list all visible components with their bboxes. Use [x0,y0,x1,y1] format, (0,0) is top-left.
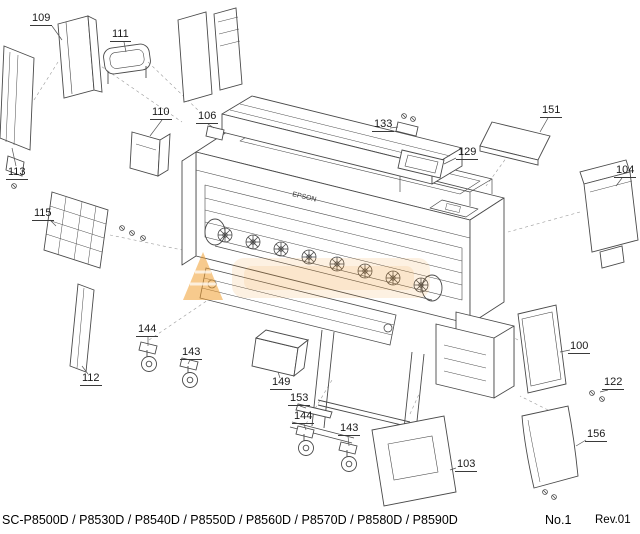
footer: SC-P8500D / P8530D / P8540D / P8550D / P… [0,512,640,532]
part-110-drawing [129,131,171,177]
part-106-drawing [205,125,225,141]
part-156-drawing [521,405,579,489]
part-112-drawing [69,283,95,373]
spindle-star-wheels [214,227,433,301]
ink-module [435,311,515,399]
watermark [183,252,430,300]
callout-149[interactable]: 149 [270,376,293,391]
callout-109[interactable]: 109 [30,12,53,27]
callout-143-1[interactable]: 143 [180,346,203,361]
part-149-drawing [251,329,310,378]
callout-111[interactable]: 111 [110,28,131,43]
part-109-drawing [57,15,103,99]
sheet-number: No.1 [545,513,572,527]
part-103-drawing [371,415,457,507]
part-113-drawing [0,45,35,177]
callout-122[interactable]: 122 [602,376,625,391]
callout-leader-lines [11,25,623,471]
callout-143-2[interactable]: 143 [338,422,361,437]
revision: Rev.01 [595,514,631,526]
model-list: SC-P8500D / P8530D / P8540D / P8550D / P… [2,513,458,527]
callout-106[interactable]: 106 [196,110,219,125]
callout-153[interactable]: 153 [288,392,311,407]
part-100-drawing [517,304,567,394]
callout-115[interactable]: 115 [32,207,54,222]
callout-133[interactable]: 133 [372,118,395,133]
tall-cover-drawing [177,7,243,103]
callout-151[interactable]: 151 [540,104,563,119]
part-133-drawing [395,121,419,137]
callout-103[interactable]: 103 [455,458,478,473]
callout-110[interactable]: 110 [150,106,172,121]
callout-112[interactable]: 112 [80,372,102,387]
part-129-drawing [397,149,445,179]
part-151-drawing [479,121,551,166]
top-cover-part [221,95,463,185]
callout-144-1[interactable]: 144 [136,323,159,338]
callout-104[interactable]: 104 [614,164,637,179]
callout-144-2[interactable]: 144 [292,410,315,425]
part-111-drawing [103,43,151,84]
part-104-drawing [579,159,639,269]
callout-100[interactable]: 100 [568,340,591,355]
part-115-drawing [43,191,109,269]
callout-156[interactable]: 156 [585,428,608,443]
callout-113[interactable]: 113 [6,166,28,181]
callout-129[interactable]: 129 [456,146,479,161]
